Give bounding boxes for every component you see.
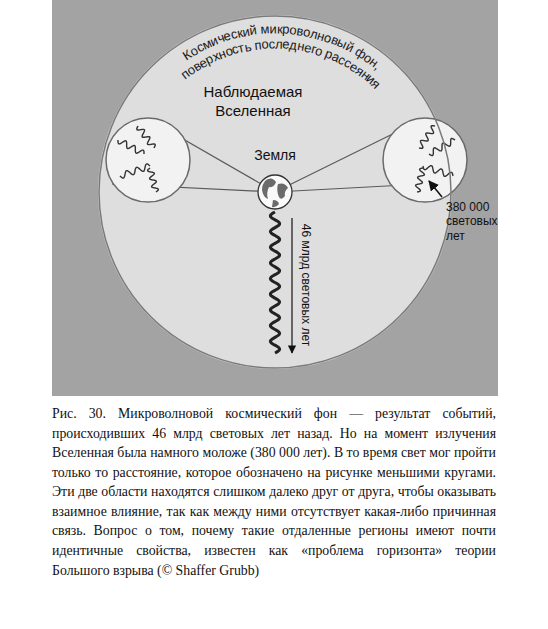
arc-letter: г — [310, 42, 318, 56]
arc-letter: о — [314, 43, 325, 58]
arc-letter: К — [181, 47, 194, 62]
arc-letter: и — [269, 22, 276, 35]
arc-letter: ч — [215, 31, 226, 46]
universe-outline — [99, 16, 451, 368]
arc-letter — [375, 62, 386, 74]
continent — [277, 184, 288, 199]
light-wave — [120, 164, 150, 178]
arc-letter: ы — [335, 36, 349, 52]
arc-letter: с — [342, 56, 354, 71]
distance-arrow — [291, 218, 292, 353]
arc-letter: я — [369, 77, 383, 91]
distance-label: 380 000 световых лет — [446, 200, 500, 243]
arc-letter: н — [359, 68, 373, 83]
arc-letter: й — [249, 24, 258, 38]
arc-letter: с — [230, 42, 240, 56]
arc-letter: н — [367, 55, 381, 70]
arc-letter: о — [223, 44, 234, 59]
region-label: Наблюдаемая Вселенная — [178, 83, 328, 121]
arc-letter: с — [229, 27, 239, 41]
light-wave — [416, 168, 425, 192]
continent — [262, 178, 276, 199]
arc-letter: й — [343, 40, 355, 55]
arc-letter: о — [187, 43, 200, 58]
arc-letter: т — [237, 41, 246, 55]
arc-letter: н — [316, 28, 327, 43]
arc-letter: к — [276, 22, 282, 35]
arc-letter: к — [236, 26, 244, 40]
arc-letter: х — [210, 49, 221, 64]
pointer-arrow — [429, 181, 442, 197]
arc-letter — [256, 23, 261, 36]
arc-letter: о — [261, 38, 269, 51]
arc-letter: д — [289, 38, 298, 52]
arc-letter: е — [222, 29, 233, 44]
figure-caption: Рис. 30. Микроволновой космический фон —… — [52, 404, 496, 580]
arc-letter: о — [184, 63, 197, 78]
continent — [272, 200, 279, 207]
node-outline — [257, 174, 293, 210]
arc-letter: о — [302, 25, 312, 39]
light-wave — [118, 140, 144, 154]
arc-letter: а — [330, 50, 342, 65]
arc-letter: и — [364, 72, 378, 87]
background-panel — [52, 0, 498, 396]
arc-letter: ф — [353, 45, 369, 62]
arc-letter: е — [282, 38, 290, 52]
arc-letter — [350, 43, 359, 56]
arc-letter: о — [361, 51, 374, 66]
arc-letter: с — [336, 53, 348, 68]
arc-letter: в — [296, 24, 305, 38]
earth-outline — [258, 175, 292, 209]
arc-letter — [250, 39, 256, 52]
arc-letter: с — [194, 40, 206, 55]
arc-letter: е — [197, 55, 210, 70]
light-wave — [148, 168, 159, 192]
arc-letter: н — [216, 47, 227, 62]
arc-letter: л — [275, 37, 283, 50]
arc-letter: м — [200, 36, 214, 52]
arc-letter: в — [191, 59, 204, 74]
node-outline — [98, 15, 452, 369]
light-wave — [137, 126, 155, 148]
arc-letter: в — [329, 33, 340, 48]
arc-letter: р — [282, 23, 290, 36]
earth-label: Земля — [225, 147, 325, 165]
arc-letter: и — [208, 33, 220, 48]
arc-letter: и — [241, 25, 250, 39]
arc-letter: п — [254, 38, 262, 52]
arc-letter: ь — [243, 40, 252, 54]
arc-letter: р — [324, 47, 336, 62]
arc-letter — [320, 46, 328, 59]
arc-heading: Космический микроволновый фон, поверхнос… — [98, 15, 452, 369]
arc-letter: е — [303, 41, 313, 55]
arc-letter: л — [309, 26, 319, 40]
light-wave — [419, 126, 435, 149]
horizon-circle — [106, 118, 190, 202]
cmb-wave — [270, 212, 279, 353]
earth-globe: Земля — [257, 174, 293, 210]
universe-circle: ЗемляКосмический микроволновый фон, пове… — [98, 15, 452, 369]
distance-label: 46 млрд световых лет — [299, 224, 313, 346]
arc-letter: р — [203, 52, 215, 67]
arc-letter: я — [353, 63, 366, 78]
arc-letter: , — [373, 60, 384, 72]
arc-letter: о — [289, 23, 298, 37]
arc-letter: н — [296, 39, 305, 53]
horizon-circle — [383, 118, 467, 202]
arc-letter: е — [347, 59, 360, 74]
arc-letter: м — [260, 23, 270, 37]
arc-letter: о — [322, 31, 333, 46]
arc-letter: с — [269, 37, 276, 50]
light-wave — [429, 138, 455, 155]
arc-letter: п — [179, 67, 192, 82]
